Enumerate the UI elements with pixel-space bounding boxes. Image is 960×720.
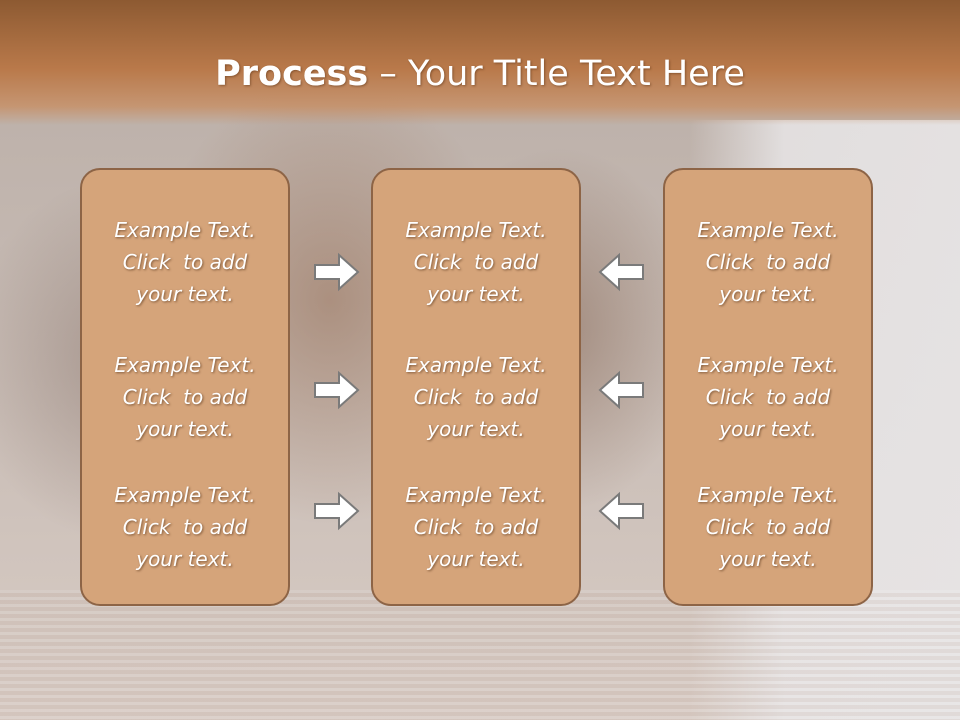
text-line: Example Text. — [405, 218, 547, 242]
text-line: your text. — [719, 282, 817, 306]
text-line: Example Text. — [114, 218, 256, 242]
text-line: your text. — [719, 547, 817, 571]
arrow-right-icon — [314, 252, 360, 292]
text-line: your text. — [136, 547, 234, 571]
text-item[interactable]: Example Text. Click to add your text. — [82, 479, 288, 575]
water-reflection — [0, 590, 960, 720]
text-item[interactable]: Example Text. Click to add your text. — [82, 349, 288, 445]
text-line: Click to add — [413, 385, 539, 409]
text-line: Click to add — [122, 250, 248, 274]
text-line: your text. — [136, 282, 234, 306]
text-line: Click to add — [705, 515, 831, 539]
arrow-left-icon — [598, 491, 644, 531]
title-rest: – Your Title Text Here — [368, 54, 745, 94]
text-item[interactable]: Example Text. Click to add your text. — [665, 214, 871, 310]
process-box-left[interactable]: Example Text. Click to add your text. Ex… — [80, 168, 290, 606]
arrow-left-icon — [598, 370, 644, 410]
text-line: your text. — [427, 282, 525, 306]
text-line: your text. — [719, 417, 817, 441]
process-box-center[interactable]: Example Text. Click to add your text. Ex… — [371, 168, 581, 606]
text-line: Click to add — [705, 250, 831, 274]
title-bold: Process — [215, 54, 369, 94]
text-line: Example Text. — [697, 353, 839, 377]
text-line: Click to add — [122, 515, 248, 539]
text-line: Example Text. — [405, 483, 547, 507]
text-line: Click to add — [705, 385, 831, 409]
text-line: Click to add — [122, 385, 248, 409]
text-item[interactable]: Example Text. Click to add your text. — [82, 214, 288, 310]
text-item[interactable]: Example Text. Click to add your text. — [373, 479, 579, 575]
arrow-left-icon — [598, 252, 644, 292]
text-line: your text. — [427, 417, 525, 441]
text-item[interactable]: Example Text. Click to add your text. — [373, 349, 579, 445]
text-item[interactable]: Example Text. Click to add your text. — [665, 349, 871, 445]
text-line: your text. — [136, 417, 234, 441]
text-line: Example Text. — [697, 218, 839, 242]
title-band — [0, 0, 960, 125]
text-line: your text. — [427, 547, 525, 571]
text-line: Click to add — [413, 515, 539, 539]
text-item[interactable]: Example Text. Click to add your text. — [373, 214, 579, 310]
text-line: Click to add — [413, 250, 539, 274]
arrow-right-icon — [314, 370, 360, 410]
text-line: Example Text. — [405, 353, 547, 377]
slide-title[interactable]: Process – Your Title Text Here — [0, 52, 960, 96]
process-box-right[interactable]: Example Text. Click to add your text. Ex… — [663, 168, 873, 606]
text-line: Example Text. — [114, 483, 256, 507]
text-line: Example Text. — [114, 353, 256, 377]
arrow-right-icon — [314, 491, 360, 531]
text-item[interactable]: Example Text. Click to add your text. — [665, 479, 871, 575]
text-line: Example Text. — [697, 483, 839, 507]
